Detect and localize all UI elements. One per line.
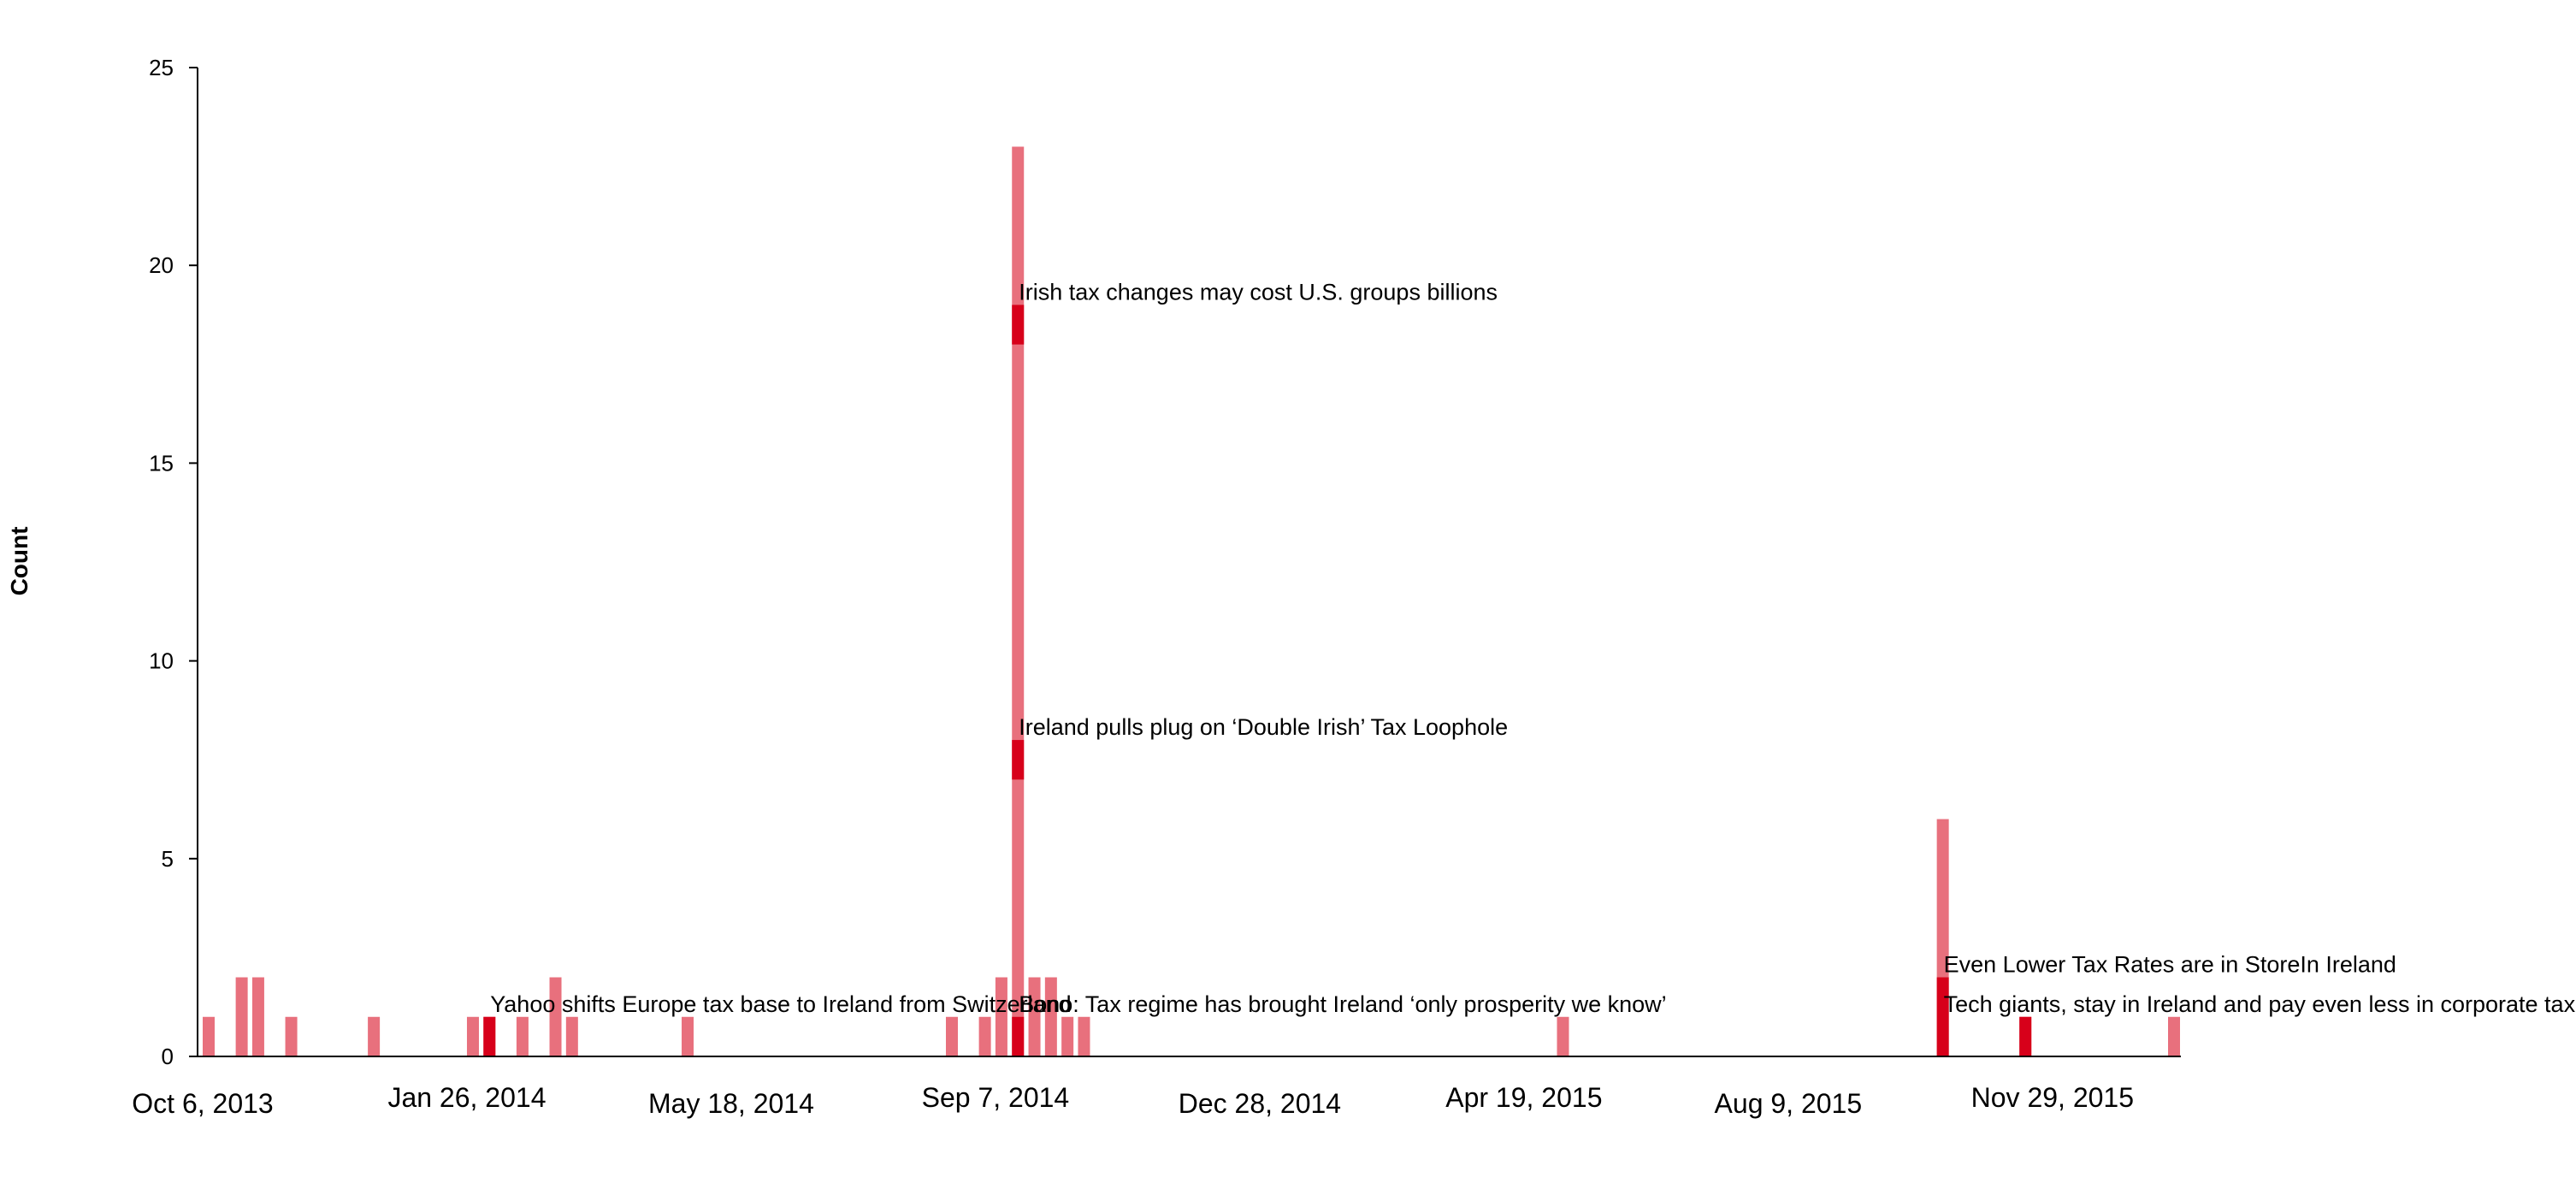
highlight-segment [1012,305,1025,345]
bar [1078,1016,1090,1056]
highlight-segment [1012,1016,1025,1056]
bar [251,977,264,1056]
y-tick-label: 25 [149,55,174,80]
bar [368,1016,381,1056]
bar [978,1016,991,1056]
x-tick-label: Dec 28, 2014 [1179,1088,1341,1119]
bar [2168,1016,2180,1056]
bar [1044,977,1057,1056]
x-tick-label: Sep 7, 2014 [922,1082,1070,1113]
x-tick-label: Apr 19, 2015 [1445,1082,1602,1113]
x-tick-label: Jan 26, 2014 [387,1082,546,1113]
x-tick-label: Aug 9, 2015 [1715,1088,1863,1119]
annotation-label: Yahoo shifts Europe tax base to Ireland … [490,991,1071,1017]
y-axis-title: Count [6,527,32,596]
bar [682,1016,694,1056]
bar [549,977,562,1056]
y-tick-label: 20 [149,252,174,278]
y-tick-label: 15 [149,450,174,476]
bars-layer [203,146,2180,1057]
bar [565,1016,578,1056]
bar [1012,146,1025,1057]
annotation-label: Ireland pulls plug on ‘Double Irish’ Tax… [1019,714,1508,740]
bar [235,977,248,1056]
highlight-segment [1936,977,1949,1056]
bar [995,977,1007,1056]
y-tick-label: 0 [162,1044,174,1069]
annotation-label: Tech giants, stay in Ireland and pay eve… [1944,991,2576,1017]
annotation-label: Bono: Tax regime has brought Ireland ‘on… [1019,991,1666,1017]
highlight-segment [1012,740,1025,780]
bar [466,1016,479,1056]
bar [203,1016,215,1056]
x-tick-label: Oct 6, 2013 [132,1088,273,1119]
bar [1061,1016,1074,1056]
bar [516,1016,529,1056]
bar [945,1016,958,1056]
bar [1557,1016,1569,1056]
annotation-label: Even Lower Tax Rates are in StoreIn Irel… [1944,952,2396,978]
x-tick-label: Nov 29, 2015 [1971,1082,2134,1113]
annotation-label: Irish tax changes may cost U.S. groups b… [1019,279,1498,305]
bar [285,1016,298,1056]
y-tick-label: 10 [149,648,174,674]
annotations-layer: Yahoo shifts Europe tax base to Ireland … [490,279,2575,1016]
highlight-segment [483,1016,496,1056]
x-tick-label: May 18, 2014 [648,1088,814,1119]
highlight-segment [2019,1016,2032,1056]
y-tick-label: 5 [162,846,174,872]
bar [1028,977,1041,1056]
